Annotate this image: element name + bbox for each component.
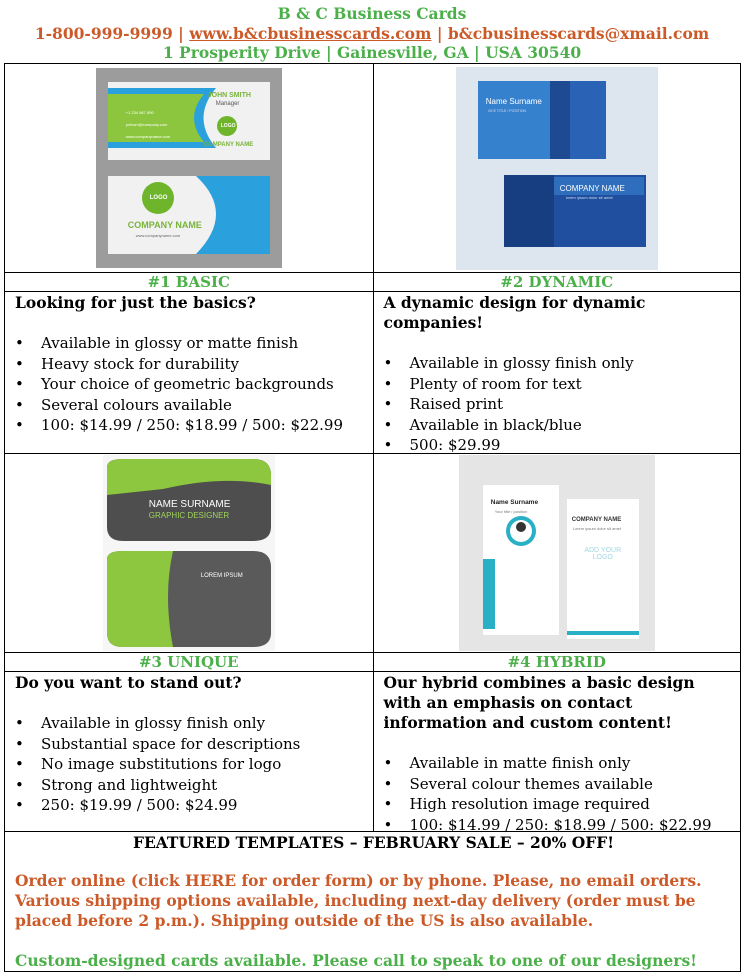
product-table: JOHN SMITH Manager LOGO COMPANY NAME +1 … <box>4 63 741 972</box>
website-link[interactable]: www.b&cbusinesscards.com <box>189 24 432 43</box>
hybrid-feature-list: Available in matte finish only Several c… <box>384 753 733 835</box>
list-item: Several colours available <box>15 395 365 416</box>
basic-logo-bottom: LOGO <box>149 195 168 201</box>
unique-role: GRAPHIC DESIGNER <box>148 511 230 520</box>
hybrid-card-image: Name Surname Your title / position COMPA… <box>458 455 655 651</box>
cell-basic-image: JOHN SMITH Manager LOGO COMPANY NAME +1 … <box>5 64 373 272</box>
cell-basic-description: Looking for just the basics? Available i… <box>5 292 373 453</box>
unique-feature-list: Available in glossy finish only Substant… <box>15 713 365 816</box>
unique-lorem: LOREM IPSUM <box>200 573 243 579</box>
custom-design-note: Custom-designed cards available. Please … <box>15 951 697 970</box>
hybrid-title: Our hybrid combines a basic design with … <box>383 673 695 732</box>
basic-email: johnsm@company.com <box>125 122 168 127</box>
dynamic-role: VICE TITLE / POSITION <box>487 108 526 113</box>
dynamic-card-image: Name Surname VICE TITLE / POSITION COMPA… <box>455 66 658 270</box>
cell-unique-image: NAME SURNAME GRAPHIC DESIGNER LOREM IPSU… <box>5 454 373 652</box>
list-item: Available in glossy finish only <box>15 713 365 734</box>
footer-cell: FEATURED TEMPLATES – FEBRUARY SALE – 20%… <box>5 832 740 971</box>
list-item: Several colour themes available <box>384 774 733 795</box>
phone-number: 1-800-999-9999 <box>34 24 173 43</box>
caption-dynamic: #2 DYNAMIC <box>372 273 741 291</box>
company-title: B & C Business Cards <box>277 4 467 23</box>
hybrid-name: Name Surname <box>490 499 539 506</box>
dynamic-card-art <box>477 80 646 247</box>
basic-feature-list: Available in glossy or matte finish Heav… <box>15 333 365 436</box>
email-address: b&cbusinesscards@xmail.com <box>447 24 710 43</box>
hybrid-role: Your title / position <box>494 509 528 514</box>
list-item: Strong and lightweight <box>15 775 365 796</box>
list-item: 500: $29.99 <box>384 435 733 456</box>
caption-hybrid: #4 HYBRID <box>372 653 741 671</box>
hybrid-tagline: Lorem ipsum dolor sit amet <box>572 526 621 531</box>
basic-name: JOHN SMITH <box>207 92 251 99</box>
hybrid-card-art <box>482 485 639 639</box>
cell-dynamic-image: Name Surname VICE TITLE / POSITION COMPA… <box>372 64 741 272</box>
list-item: 100: $14.99 / 250: $18.99 / 500: $22.99 <box>384 815 733 836</box>
list-item: Available in glossy finish only <box>384 353 733 374</box>
footer-row: FEATURED TEMPLATES – FEBRUARY SALE – 20%… <box>5 832 740 971</box>
order-info: Order online (click HERE for order form)… <box>15 871 702 930</box>
hybrid-company: COMPANY NAME <box>571 517 622 523</box>
list-item: 250: $19.99 / 500: $24.99 <box>15 795 365 816</box>
caption-unique: #3 UNIQUE <box>138 653 239 671</box>
description-row-1: Looking for just the basics? Available i… <box>5 292 741 456</box>
list-item: Substantial space for descriptions <box>15 734 365 755</box>
list-item: Available in glossy or matte finish <box>15 333 365 354</box>
basic-phone: +1 234 567 890 <box>125 110 154 115</box>
caption-basic: #1 BASIC <box>147 273 230 291</box>
hybrid-logo: ADD YOUR LOGO <box>584 547 622 561</box>
basic-card-image: JOHN SMITH Manager LOGO COMPANY NAME +1 … <box>95 68 282 268</box>
dynamic-name: Name Surname <box>485 96 542 106</box>
unique-title: Do you want to stand out? <box>15 673 242 692</box>
caption-row-2: #3 UNIQUE #4 HYBRID <box>5 653 740 672</box>
basic-company-bottom: COMPANY NAME <box>127 220 202 230</box>
basic-web-bottom: www.companyname.com <box>135 233 181 238</box>
document-header: B & C Business Cards 1-800-999-9999 | ww… <box>0 4 744 62</box>
featured-templates-banner: FEATURED TEMPLATES – FEBRUARY SALE – 20%… <box>132 833 615 852</box>
cell-dynamic-description: A dynamic design for dynamic companies! … <box>372 292 741 456</box>
cell-unique-description: Do you want to stand out? Available in g… <box>5 672 373 831</box>
cell-hybrid-description: Our hybrid combines a basic design with … <box>372 672 741 835</box>
list-item: Plenty of room for text <box>384 374 733 395</box>
dynamic-tagline: lorem ipsum dolor sit amet <box>565 194 613 200</box>
contact-line: 1-800-999-9999 | www.b&cbusinesscards.co… <box>34 24 710 43</box>
image-row-2: NAME SURNAME GRAPHIC DESIGNER LOREM IPSU… <box>5 454 740 653</box>
basic-card-art <box>107 82 270 254</box>
unique-card-art <box>106 459 271 647</box>
list-item: Available in black/blue <box>384 415 733 436</box>
list-item: Available in matte finish only <box>384 753 733 774</box>
list-item: Your choice of geometric backgrounds <box>15 374 365 395</box>
list-item: 100: $14.99 / 250: $18.99 / 500: $22.99 <box>15 415 365 436</box>
basic-logo-top: LOGO <box>220 123 236 129</box>
description-row-2: Do you want to stand out? Available in g… <box>5 672 741 835</box>
basic-company-top: COMPANY NAME <box>203 142 254 148</box>
basic-title: Looking for just the basics? <box>15 293 256 312</box>
dynamic-title: A dynamic design for dynamic companies! <box>383 293 646 332</box>
list-item: Heavy stock for durability <box>15 354 365 375</box>
cell-hybrid-image: Name Surname Your title / position COMPA… <box>372 454 741 652</box>
basic-web: www.companyname.com <box>125 134 171 139</box>
dynamic-company: COMPANY NAME <box>559 183 625 193</box>
list-item: Raised print <box>384 394 733 415</box>
unique-card-image: NAME SURNAME GRAPHIC DESIGNER LOREM IPSU… <box>102 455 275 651</box>
address-line: 1 Prosperity Drive | Gainesville, GA | U… <box>162 43 582 62</box>
dynamic-feature-list: Available in glossy finish only Plenty o… <box>384 353 733 456</box>
list-item: No image substitutions for logo <box>15 754 365 775</box>
image-row-1: JOHN SMITH Manager LOGO COMPANY NAME +1 … <box>5 64 740 273</box>
caption-row-1: #1 BASIC #2 DYNAMIC <box>5 273 740 292</box>
list-item: High resolution image required <box>384 794 733 815</box>
unique-name: NAME SURNAME <box>148 499 231 510</box>
basic-role: Manager <box>215 101 240 107</box>
